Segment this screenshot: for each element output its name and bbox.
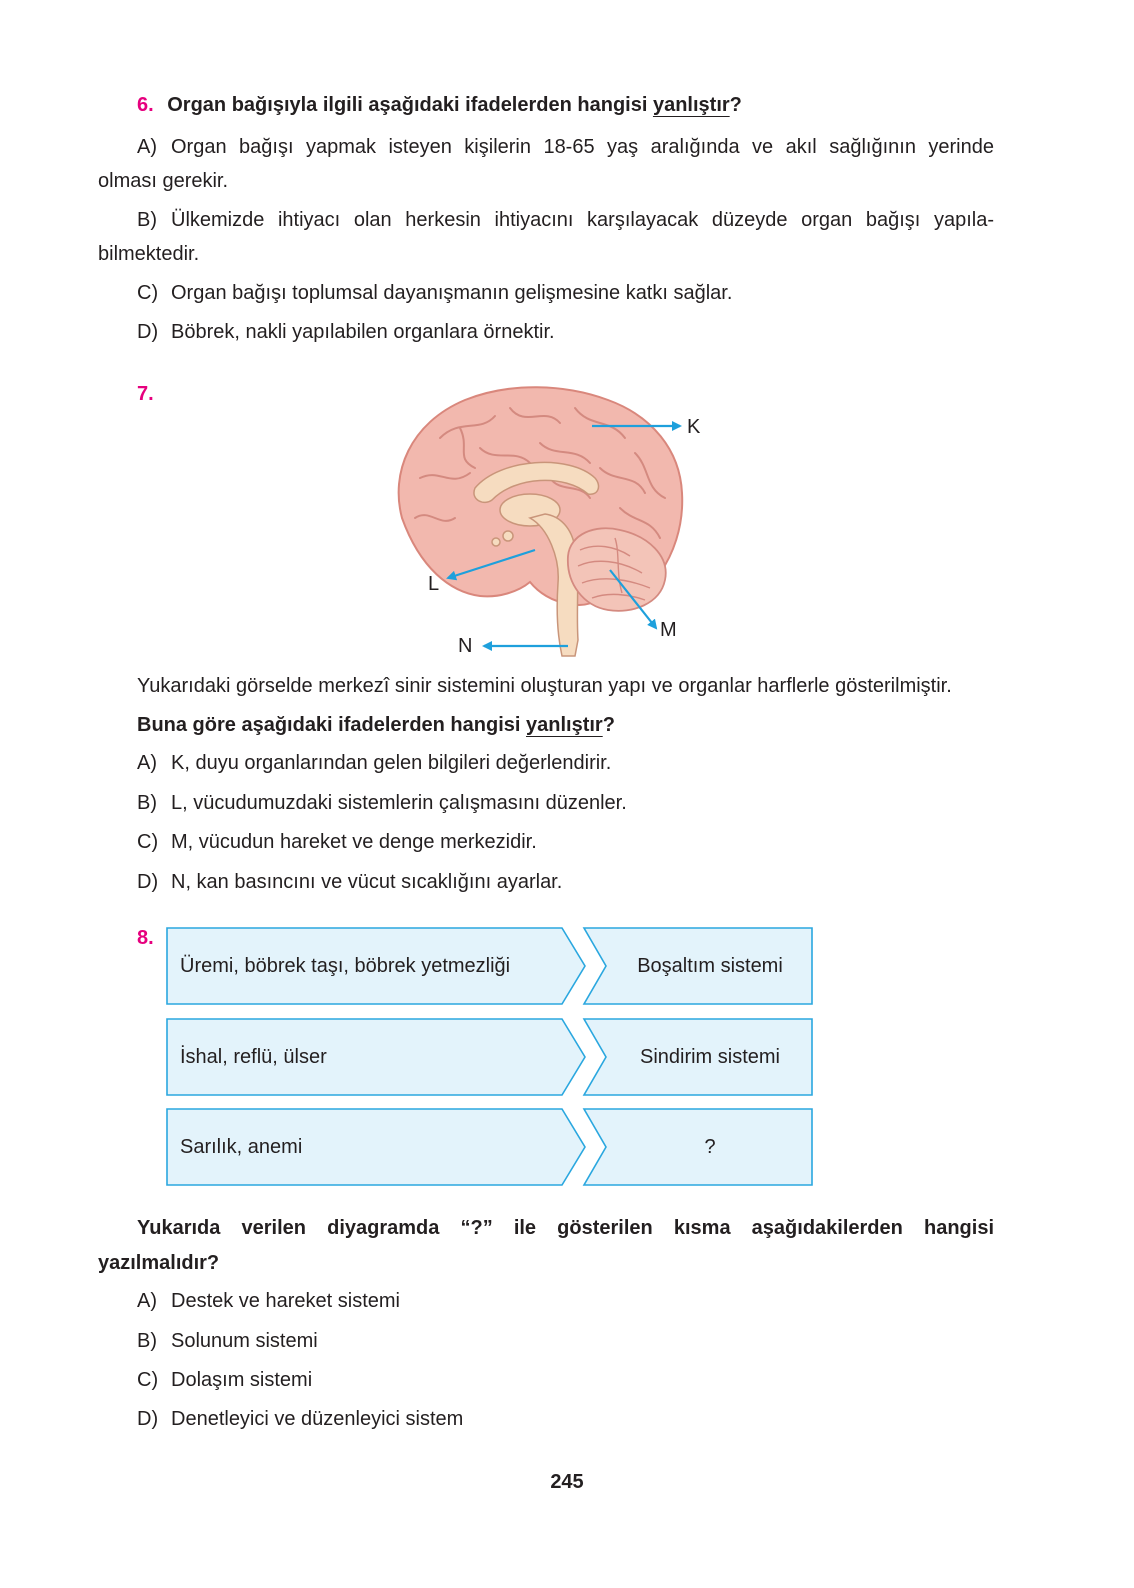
option-letter: C) xyxy=(137,1369,159,1391)
option-text: Solunum sistemi xyxy=(171,1330,318,1352)
label-m: M xyxy=(660,619,677,641)
question-8-stem: Yukarıda verilen diyagramda “?” ile göst… xyxy=(137,1217,994,1239)
question-8-option-a[interactable]: A) Destek ve hareket sistemi xyxy=(137,1289,400,1313)
question-7-stem-text: Buna göre aşağıdaki ifadelerden hangisi xyxy=(137,714,526,736)
option-text: Böbrek, nakli yapılabilen organlara örne… xyxy=(171,321,555,343)
arrow-m xyxy=(609,569,658,630)
question-6-option-c[interactable]: C) Organ bağışı toplumsal dayanışmanın ge… xyxy=(137,281,732,305)
label-n: N xyxy=(458,635,473,657)
question-6-option-b[interactable]: B) Ülkemizde ihtiyacı olan herkesin ihtiy… xyxy=(137,208,994,232)
question-8-number: 8. xyxy=(137,927,154,949)
question-6-stem-underlined: yanlıştır xyxy=(652,94,730,116)
option-letter: C) xyxy=(137,831,159,853)
question-7-intro: Yukarıdaki görselde merkezî sinir sistem… xyxy=(137,675,952,697)
label-k: K xyxy=(687,416,701,438)
question-8-option-b[interactable]: B) Solunum sistemi xyxy=(137,1329,318,1353)
option-text: M, vücudun hareket ve denge merkezidir. xyxy=(171,831,537,853)
disease-system-diagram xyxy=(166,927,813,1186)
question-7-option-c[interactable]: C) M, vücudun hareket ve denge merkezidir… xyxy=(137,830,537,854)
question-6-stem-text: Organ bağışıyla ilgili aşağıdaki ifadele… xyxy=(167,94,653,116)
diagram-row-2-left-box xyxy=(166,1018,586,1096)
question-7-stem-mark: ? xyxy=(602,714,615,736)
option-text: N, kan basıncını ve vücut sıcaklığını ay… xyxy=(171,871,563,893)
diagram-row-2-right-text: Sindirim sistemi xyxy=(639,1046,781,1068)
brain-illustration xyxy=(397,386,684,657)
question-8-option-d[interactable]: D) Denetleyici ve düzenleyici sistem xyxy=(137,1407,463,1431)
option-letter: B) xyxy=(137,792,157,814)
diagram-row-1-right-text: Boşaltım sistemi xyxy=(637,955,783,977)
question-7-option-b[interactable]: B) L, vücudumuzdaki sistemlerin çalışması… xyxy=(137,791,627,815)
label-l: L xyxy=(428,573,440,595)
option-text: Denetleyici ve düzenleyici sistem xyxy=(171,1408,464,1430)
cerebellum xyxy=(567,527,667,612)
corpus-callosum xyxy=(473,461,600,504)
question-7-option-d[interactable]: D) N, kan basıncını ve vücut sıcaklığını … xyxy=(137,870,562,894)
question-7-stem: Buna göre aşağıdaki ifadelerden hangisi … xyxy=(137,713,615,737)
option-letter: C) xyxy=(137,282,159,304)
option-text: Organ bağışı yapmak isteyen kişilerin 18… xyxy=(171,136,994,158)
option-letter: A) xyxy=(137,1290,157,1312)
question-6-stem: 6. Organ bağışıyla ilgili aşağıdaki ifad… xyxy=(137,93,742,117)
question-7-stem-underlined: yanlıştır xyxy=(526,714,603,736)
option-text: K, duyu organlarından gelen bilgileri de… xyxy=(171,752,612,774)
option-text: L, vücudumuzdaki sistemlerin çalışmasını… xyxy=(171,792,627,814)
diagram-row-1-right-box xyxy=(582,927,813,1005)
diagram-row-3-left-box xyxy=(166,1108,586,1186)
question-6-option-a-continued: olması gerekir. xyxy=(98,170,229,192)
option-letter: D) xyxy=(137,871,159,893)
diagram-row-1-left-text: Üremi, böbrek taşı, böbrek yetmezliği xyxy=(180,955,511,977)
option-letter: A) xyxy=(137,752,157,774)
question-7-option-a[interactable]: A) K, duyu organlarından gelen bilgileri … xyxy=(137,751,611,775)
option-letter: B) xyxy=(137,1330,157,1352)
option-text: Organ bağışı toplumsal dayanışmanın geli… xyxy=(171,282,733,304)
diagram-row-3-right-box xyxy=(582,1108,813,1186)
diagram-row-3-right-text: ? xyxy=(704,1136,716,1158)
question-7-number: 7. xyxy=(137,383,154,405)
question-8-option-c[interactable]: C) Dolaşım sistemi xyxy=(137,1368,312,1392)
diagram-row-1-left-box xyxy=(166,927,586,1005)
question-6-option-a[interactable]: A) Organ bağışı yapmak isteyen kişilerin … xyxy=(137,135,994,159)
diagram-row-2-left-text: İshal, reflü, ülser xyxy=(180,1046,327,1068)
diagram-row-3-left-text: Sarılık, anemi xyxy=(180,1136,303,1158)
option-letter: A) xyxy=(137,136,157,158)
arrow-l xyxy=(446,548,536,581)
brain-stem xyxy=(528,513,579,657)
question-8-stem-continued: yazılmalıdır? xyxy=(98,1252,220,1274)
option-letter: B) xyxy=(137,209,157,231)
option-letter: D) xyxy=(137,1408,159,1430)
page-number: 245 xyxy=(550,1471,584,1493)
option-letter: D) xyxy=(137,321,159,343)
option-text: Ülkemizde ihtiyacı olan herkesin ihtiyac… xyxy=(171,209,994,231)
option-text: Destek ve hareket sistemi xyxy=(171,1290,400,1312)
diagram-row-2-right-box xyxy=(582,1018,813,1096)
question-6-number: 6. xyxy=(137,94,154,116)
option-text: Dolaşım sistemi xyxy=(171,1369,313,1391)
question-6-option-d[interactable]: D) Böbrek, nakli yapılabilen organlara ör… xyxy=(137,320,555,344)
question-6-stem-mark: ? xyxy=(729,94,742,116)
question-6-option-b-continued: bilmektedir. xyxy=(98,243,200,265)
